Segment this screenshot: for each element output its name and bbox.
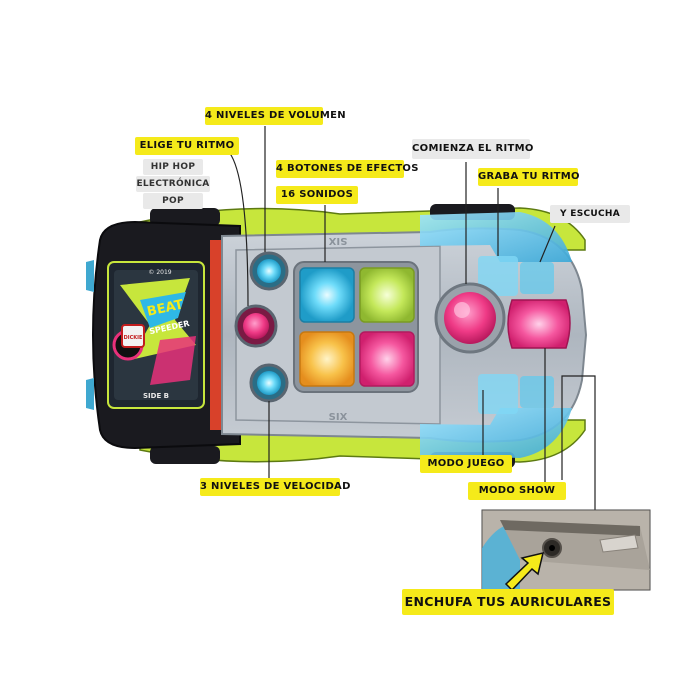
effect-pad-lime [359,267,415,323]
front-window-top [420,212,572,262]
side-b-text: SIDE B [143,392,169,400]
label-headphones: ENCHUFA TUS AURICULARES [402,589,614,615]
effect-pad-cyan [299,267,355,323]
svg-text:SIX: SIX [329,412,348,423]
arrow-icon [504,551,545,592]
headphone-jack-inset [481,509,651,592]
label-genre-hiphop: HIP HOP [143,159,203,175]
label-choose-rhythm: ELIGE TU RITMO [135,137,239,155]
brand-logo: DICKIE [124,335,143,341]
svg-text:SIX: SIX [328,235,347,246]
red-stripe [210,240,222,430]
label-speed: 3 NIVELES DE VELOCIDAD [200,478,350,496]
year-text: © 2019 [148,269,171,276]
front-window-bottom [420,408,572,458]
effect-pad-pink [359,331,415,387]
label-effects: 4 BOTONES DE EFECTOS [276,160,418,178]
leader-lines [224,126,596,518]
label-listen: Y ESCUCHA [550,205,630,223]
wheel-rear-top [150,208,220,226]
toy-car: DICKIE BEAT SPEEDER SIDE B © 2019 SIX SI… [86,204,588,468]
label-genre-pop: POP [143,193,203,209]
label-volume: 4 NIVELES DE VOLUMEN [205,107,346,125]
show-mode-plate [507,299,571,349]
effect-pad-orange [299,331,355,387]
label-sounds: 16 SONIDOS [276,186,358,204]
wheel-rear-bottom [150,446,220,464]
label-genre-electronica: ELECTRÓNICA [136,176,210,192]
label-show-mode: MODO SHOW [468,482,566,500]
label-start-rhythm: COMIENZA EL RITMO [412,139,533,159]
label-game-mode: MODO JUEGO [420,455,512,473]
art-title: BEAT [146,297,185,319]
label-record: GRABA TU RITMO [478,168,580,186]
